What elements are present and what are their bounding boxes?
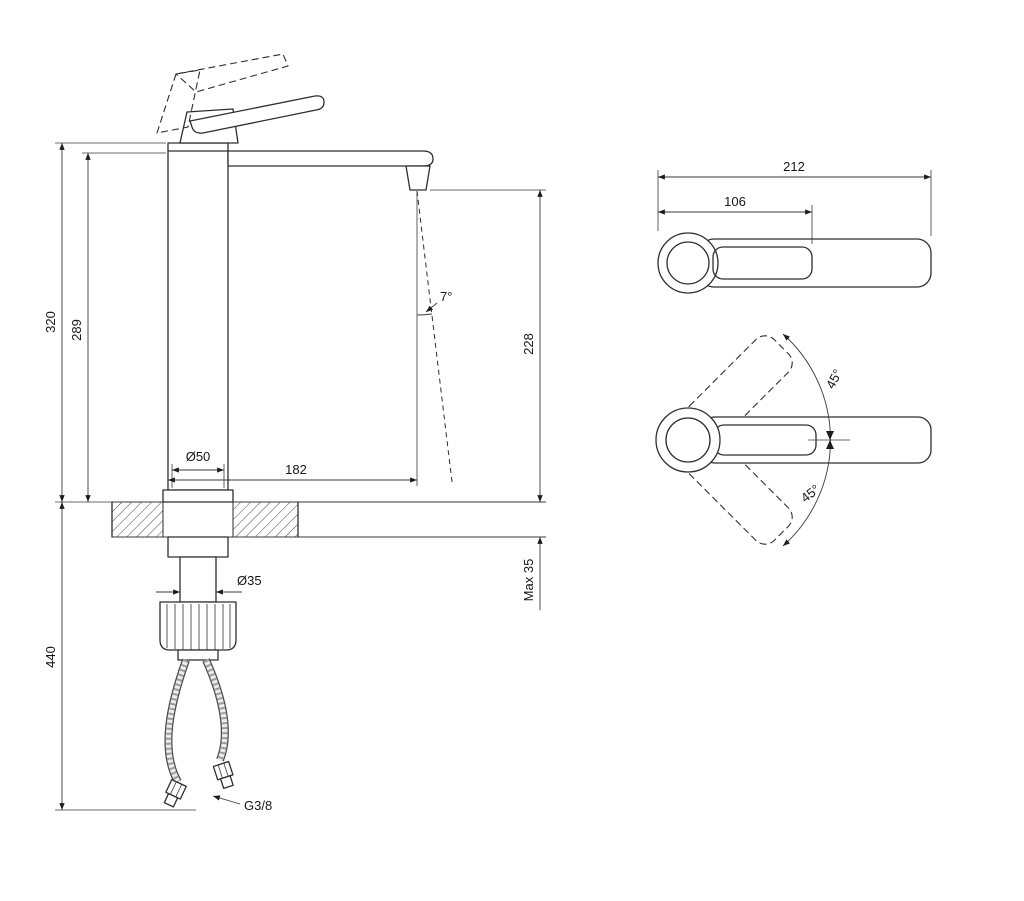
side-view: 7° 320 289 440 228 Max 35 <box>43 53 546 813</box>
faucet-spout <box>227 150 434 167</box>
countertop-section <box>111 501 546 538</box>
stream-angle: 7° <box>416 190 453 486</box>
thread-label: G3/8 <box>244 798 272 813</box>
hose-right <box>202 658 229 762</box>
knurled-nut <box>159 601 237 651</box>
water-stream-dashed <box>416 190 453 483</box>
dim-max35-label: Max 35 <box>521 559 536 602</box>
handle-swivel-ring-inner <box>665 417 711 463</box>
handle-plan-inner-detail <box>712 246 813 280</box>
faucet-handle <box>156 53 325 144</box>
hose-left <box>164 658 190 784</box>
side-view-dimensions: 320 289 440 228 Max 35 Ø50 182 <box>43 142 546 813</box>
thread-leader <box>212 795 241 805</box>
threaded-shank <box>179 556 217 603</box>
handle-lever <box>189 95 325 134</box>
dim-228-label: 228 <box>521 333 536 355</box>
handle-plan-ring-inner <box>666 241 710 285</box>
hose-connector-right <box>212 760 234 790</box>
supply-hoses <box>163 658 234 808</box>
angle-leader <box>425 302 438 313</box>
top-view: 212 106 <box>657 159 932 294</box>
handle-lever-raised-dashed <box>175 53 289 93</box>
handle-base-raised-dashed <box>156 69 201 134</box>
dim-289-label: 289 <box>69 319 84 341</box>
stream-angle-label: 7° <box>440 289 452 304</box>
dim-320-label: 320 <box>43 311 58 333</box>
base-flange <box>162 489 234 503</box>
hose-connector-left <box>163 778 187 808</box>
counter-hatch-left <box>111 501 164 538</box>
lock-nut <box>167 536 229 558</box>
mounting-hardware <box>159 489 237 661</box>
swivel-arrow-up <box>826 440 834 449</box>
dim-440-label: 440 <box>43 646 58 668</box>
spout-aerator <box>405 165 431 191</box>
counter-hatch-right <box>232 501 299 538</box>
dim-106-label: 106 <box>724 194 746 209</box>
dim-182-label: 182 <box>285 462 307 477</box>
dim-212-label: 212 <box>783 159 805 174</box>
angle-arc-7 <box>416 313 433 316</box>
hose-neck <box>177 649 219 661</box>
handle-plan-lever <box>699 238 932 288</box>
dim-d35-label: Ø35 <box>237 573 262 588</box>
dim-d50-label: Ø50 <box>186 449 211 464</box>
faucet-body <box>167 142 229 491</box>
swivel-arrow-down <box>826 431 834 440</box>
knurl-lines <box>166 604 231 650</box>
